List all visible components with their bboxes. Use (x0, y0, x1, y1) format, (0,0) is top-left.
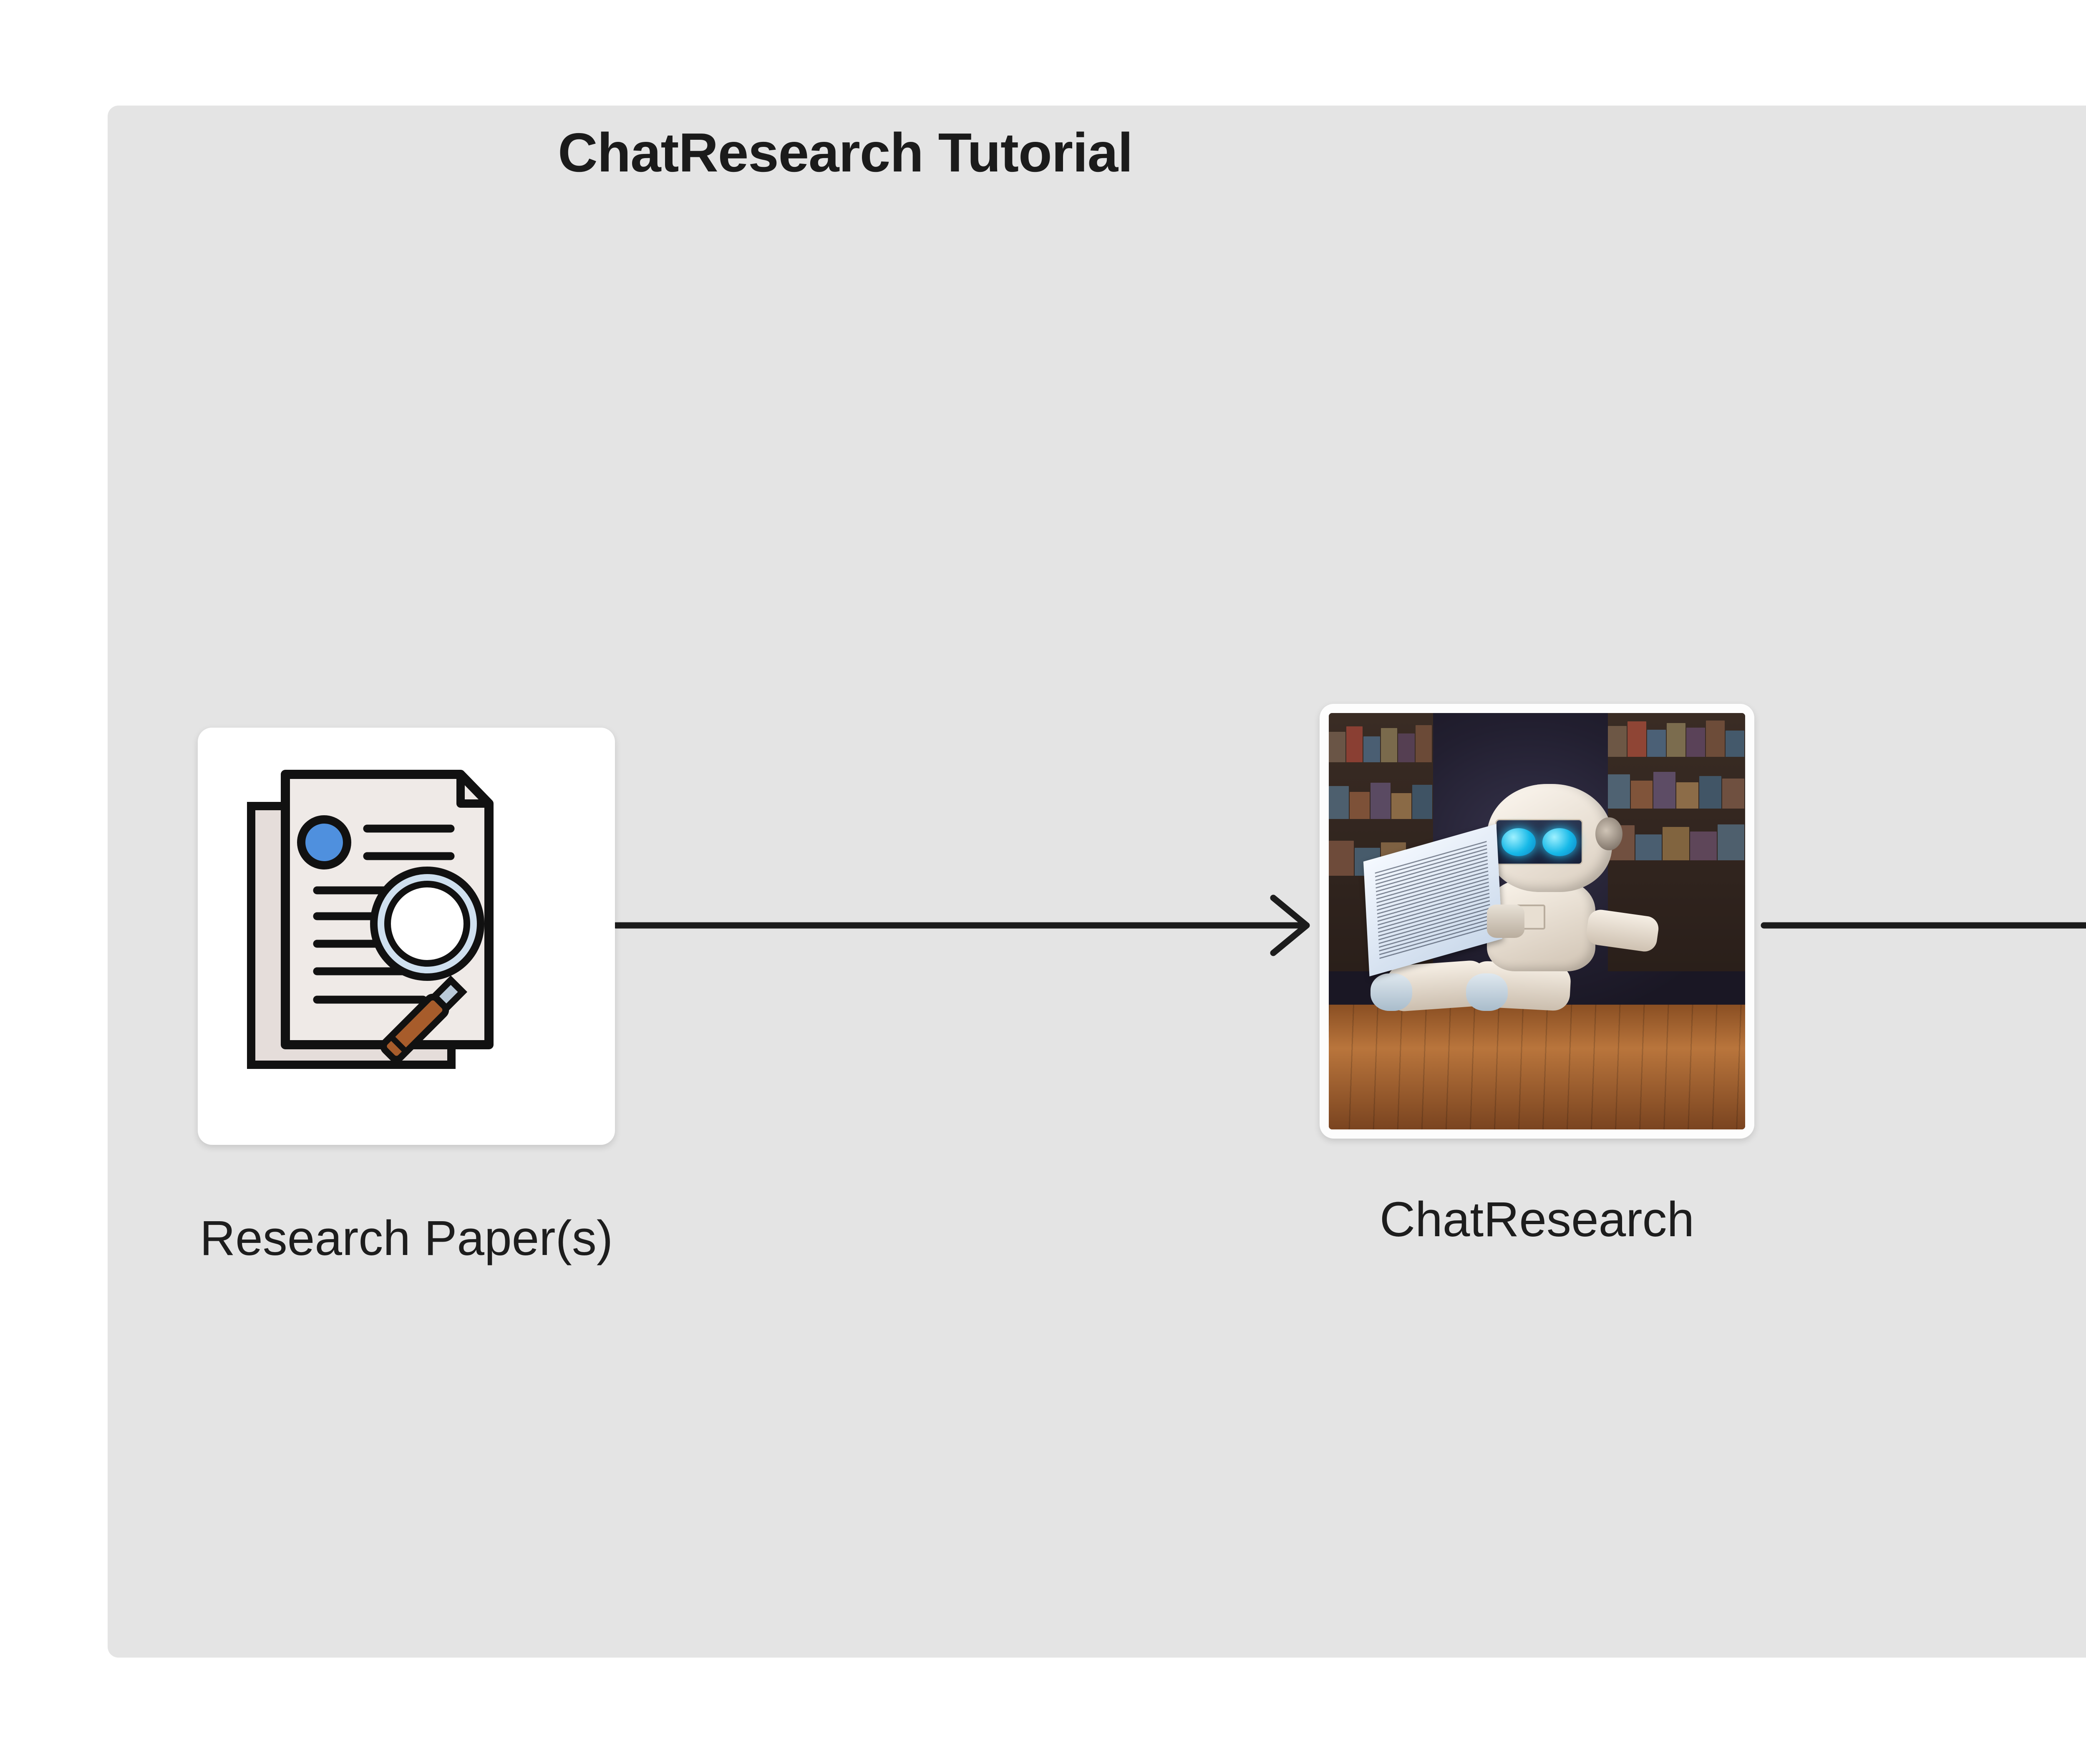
robot-hand (1487, 905, 1525, 938)
chatresearch-card[interactable] (1320, 704, 1754, 1139)
chatresearch-label: ChatResearch (1379, 1192, 1695, 1247)
research-paper-label: Research Paper(s) (199, 1211, 613, 1266)
robot-foot-right (1466, 973, 1508, 1011)
robot-reading-paper-photo (1329, 713, 1745, 1129)
research-paper-magnifier-icon (247, 770, 494, 1069)
robot-eye-left (1502, 828, 1536, 856)
robot-foot-left (1370, 973, 1412, 1011)
page-title-text: ChatResearch Tutorial (558, 122, 1133, 183)
robot-visor (1495, 819, 1583, 865)
research-paper-card[interactable] (198, 728, 615, 1145)
wooden-floor (1329, 1004, 1745, 1129)
page-title: ChatResearch Tutorial (108, 121, 2086, 184)
robot-eye-right (1542, 828, 1577, 856)
robot-ear (1595, 817, 1622, 851)
